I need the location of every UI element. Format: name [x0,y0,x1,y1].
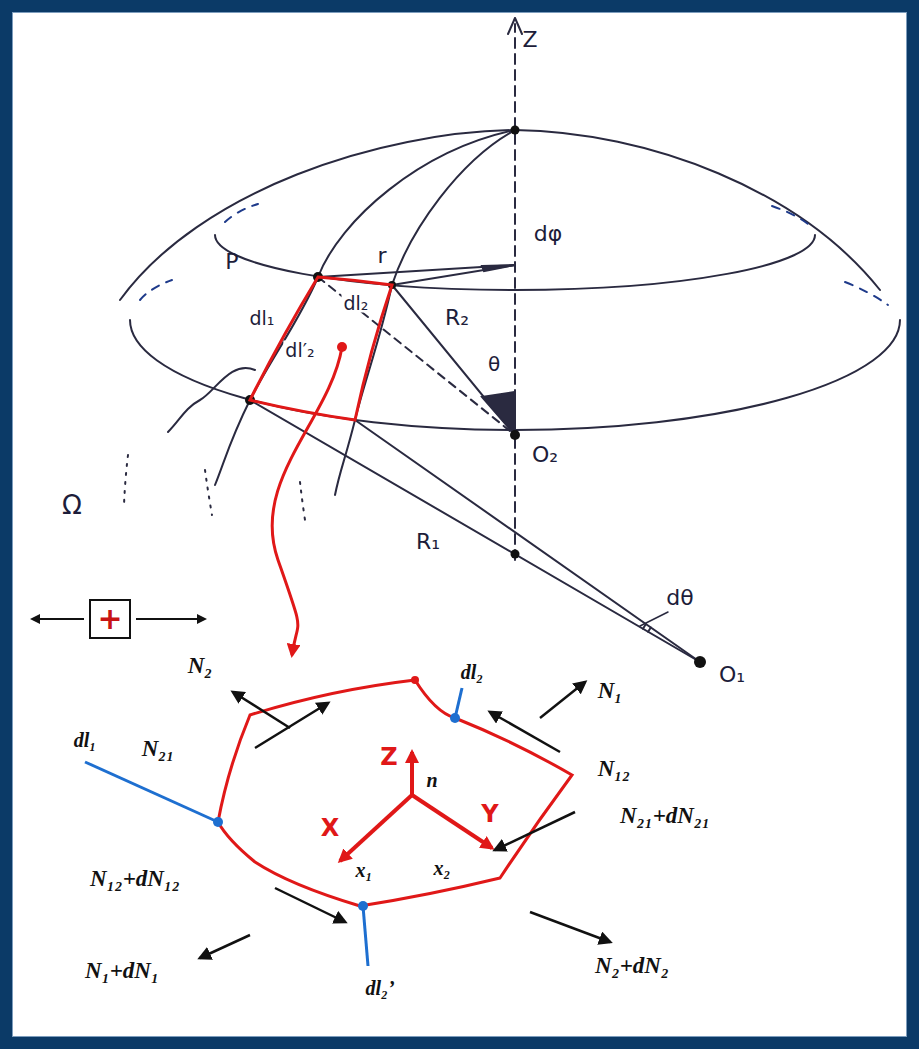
meridian-dotted [300,482,305,520]
meridian [215,130,515,485]
shell-element [250,277,392,420]
center-o2 [510,430,520,440]
z-axis [514,24,516,560]
parallel-back [225,204,258,222]
surface-label: Ω [62,492,82,518]
dashed-radius [318,277,515,435]
dome-outline [120,130,515,300]
zoom-arrow [272,347,342,655]
dl-leader [363,906,368,966]
upper-parallel [215,235,815,290]
force-label: N₂₁+dN₂₁ [620,804,710,827]
center-o1 [694,656,706,668]
parallel-back [772,206,808,224]
force-label: N₂ [188,654,213,677]
center-label: O₂ [532,444,558,466]
shell-element-enlarged [218,680,572,906]
meridian-dotted [205,470,212,515]
corner-dot [411,676,419,684]
meridian-dotted [124,455,128,505]
force-arrow [255,703,328,748]
local-axes [340,752,492,861]
sign-arrow [32,618,84,620]
center-label: O₁ [719,664,745,686]
axis-label: x₁ [356,860,373,880]
angle-dtheta [648,628,651,632]
length-label: dl′₂ [283,341,316,360]
angle-dphi [482,265,515,271]
length-label: dl₂ [461,662,484,682]
axis-label: X [321,816,340,840]
radius-r [318,265,515,277]
dl-dot [450,713,460,723]
length-markers [85,688,462,966]
axis-z [410,752,414,795]
radius-label: r [377,245,386,267]
angle-label: θ [488,354,500,374]
axis-y [412,795,492,848]
z-axis-head [508,18,522,34]
force-label: N₁₂+dN₁₂ [90,867,180,890]
normal-label: n [426,770,437,790]
angle-label: dφ [534,223,562,245]
axis-label: x₂ [434,858,451,878]
radius-r1 [355,420,700,662]
sign-box [90,600,130,638]
dome-outline [515,130,880,290]
axis-point [511,550,520,559]
angle-leader [640,612,668,626]
force-arrows [200,682,610,958]
force-arrow [530,912,610,942]
length-label: dl₁ [250,309,275,328]
force-arrow [540,682,585,718]
radius-r2 [392,285,515,435]
force-arrow [275,888,345,922]
axis-label: Y [481,802,498,826]
dl-dot [213,817,223,827]
force-arrow [233,692,290,728]
force-label: N₁ [598,679,623,702]
radius-label: R₂ [445,307,469,329]
length-label: dl₁ [74,730,97,750]
length-label: dl₂’ [365,978,394,998]
radius-r1 [250,400,700,662]
force-arrow [490,712,560,752]
axis-label: Z [380,745,397,769]
force-arrow [200,935,250,958]
angle-label: dθ [666,587,693,609]
sign-convention [32,600,205,638]
dl-dot [358,901,368,911]
points [245,126,706,669]
axis-x [340,795,412,861]
parallel-back [140,280,172,300]
force-label: N₂+dN₂ [595,954,669,977]
pole-point [511,126,520,135]
radius-r [392,265,515,285]
force-label: N₂₁ [142,737,175,760]
axis-label: Z [522,29,537,51]
length-label: dl₂ [342,294,371,313]
sphere-sketch [120,18,900,662]
force-arrow [495,812,575,850]
dl-leader [85,762,218,822]
point-label: P [225,251,238,273]
parallel-back [845,282,888,305]
sign-symbol: + [97,604,122,634]
sign-arrow [136,618,205,620]
leader-line [168,368,255,432]
radius-label: R₁ [416,531,440,553]
angle-theta [482,392,515,435]
force-label: N₁₂ [598,757,631,780]
force-label: N₁+dN₁ [85,959,159,982]
